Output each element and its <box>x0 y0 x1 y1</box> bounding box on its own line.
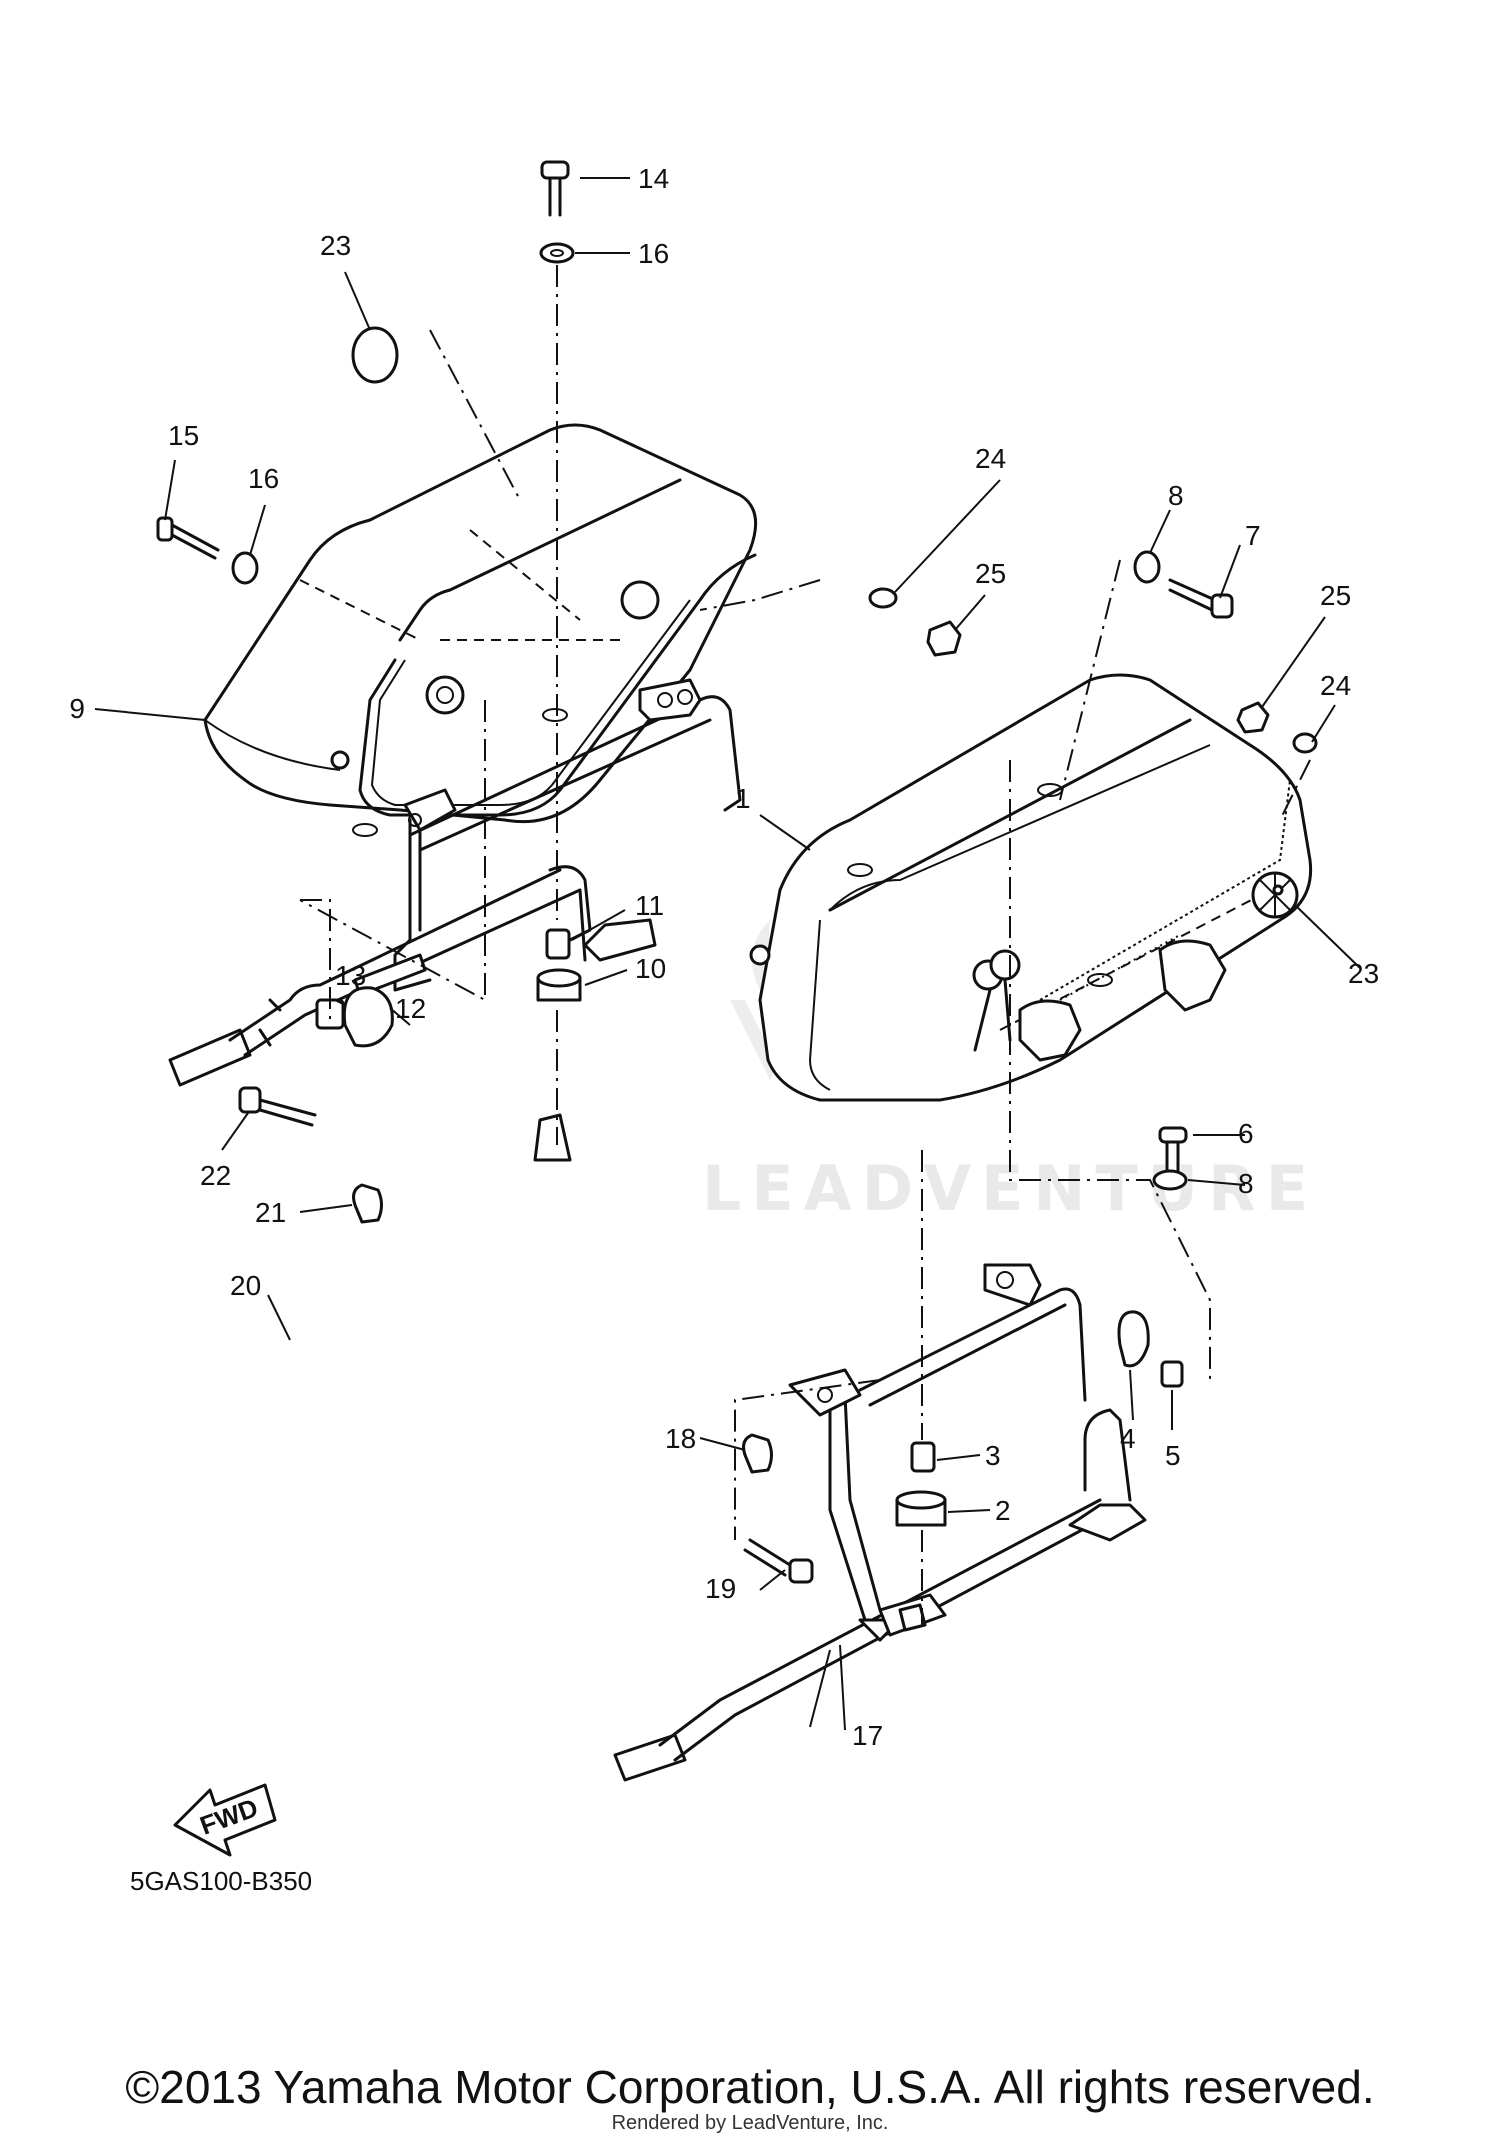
callout-20: 20 <box>230 1270 261 1301</box>
callout-8-top: 8 <box>1168 480 1184 511</box>
copyright-notice: ©2013 Yamaha Motor Corporation, U.S.A. A… <box>125 2061 1375 2113</box>
callout-10: 10 <box>635 953 666 984</box>
callout-2: 2 <box>995 1495 1011 1526</box>
callout-21: 21 <box>255 1197 286 1228</box>
diagram-code: 5GAS100-B350 <box>130 1866 312 1896</box>
callout-18: 18 <box>665 1423 696 1454</box>
callout-19: 19 <box>705 1573 736 1604</box>
callout-7: 7 <box>1245 520 1261 551</box>
callout-3: 3 <box>985 1440 1001 1471</box>
left-saddlebag <box>203 423 758 837</box>
callout-24-right: 24 <box>1320 670 1351 701</box>
callout-1: 1 <box>735 783 751 814</box>
rendered-by-credit: Rendered by LeadVenture, Inc. <box>611 2112 889 2134</box>
right-saddlebag <box>749 673 1313 1102</box>
callout-24-top: 24 <box>975 443 1006 474</box>
callout-25-right: 25 <box>1320 580 1351 611</box>
watermark-text: LEADVENTURE <box>702 1152 1318 1225</box>
callout-8-lower: 8 <box>1238 1168 1254 1199</box>
callout-22: 22 <box>200 1160 231 1191</box>
callout-25-top: 25 <box>975 558 1006 589</box>
callout-23-right: 23 <box>1348 958 1379 989</box>
callout-4: 4 <box>1120 1423 1136 1454</box>
callout-13: 13 <box>335 960 366 991</box>
left-bracket <box>168 678 742 1162</box>
right-bracket <box>613 1263 1147 1782</box>
fwd-arrow-icon: FWD <box>173 1783 277 1857</box>
callout-16-left: 16 <box>248 463 279 494</box>
callout-labels: 14 16 23 15 16 9 24 25 8 7 25 24 1 23 11… <box>69 163 1379 1751</box>
callout-6: 6 <box>1238 1118 1254 1149</box>
hardware-parts <box>156 160 1318 1584</box>
leader-lines <box>94 177 1361 1731</box>
callout-5: 5 <box>1165 1440 1181 1471</box>
callout-9: 9 <box>69 693 85 724</box>
callout-16-top: 16 <box>638 238 669 269</box>
callout-12: 12 <box>395 993 426 1024</box>
watermark-logo: LEADVENTURE <box>702 920 1318 1225</box>
callout-23-left: 23 <box>320 230 351 261</box>
callout-15: 15 <box>168 420 199 451</box>
callout-14: 14 <box>638 163 669 194</box>
callout-11: 11 <box>635 890 664 921</box>
callout-17: 17 <box>852 1720 883 1751</box>
